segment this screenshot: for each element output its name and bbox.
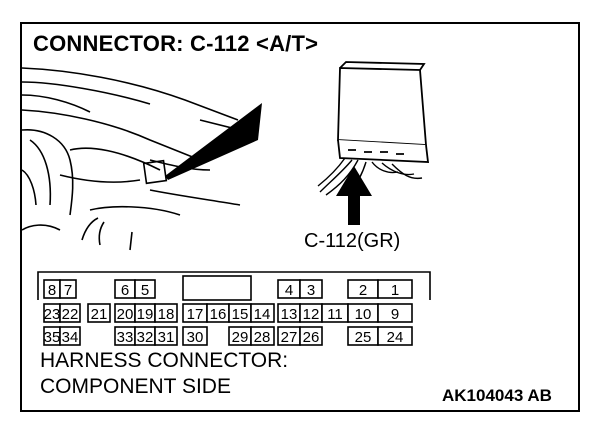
pin-number: 2 (359, 282, 367, 299)
pin-number: 16 (210, 306, 227, 323)
pin-number: 23 (44, 306, 61, 323)
component-side-label: COMPONENT SIDE (40, 375, 231, 398)
pin-number: 32 (137, 329, 154, 346)
dashboard-illustration (21, 67, 241, 251)
connector-id-label: C-112(GR) (304, 230, 401, 252)
pin-number: 1 (391, 282, 399, 299)
callout-pointer (165, 103, 262, 180)
pin-number: 20 (117, 306, 134, 323)
pin-number: 30 (187, 329, 204, 346)
pin-number: 34 (62, 329, 79, 346)
pin-number: 5 (141, 282, 149, 299)
pin-number: 31 (158, 329, 175, 346)
connector-pin-layout: 8 7 6 5 4 3 2 1 23 22 21 20 19 18 17 16 … (37, 271, 431, 346)
pin-number: 28 (254, 329, 271, 346)
pin-number: 4 (285, 282, 293, 299)
pin-number: 6 (121, 282, 129, 299)
pin-number: 14 (254, 306, 271, 323)
pin-number: 9 (391, 306, 399, 323)
pin-number: 21 (91, 306, 108, 323)
pin-number: 3 (307, 282, 315, 299)
up-arrow (336, 166, 372, 225)
harness-connector-label: HARNESS CONNECTOR: (40, 349, 289, 372)
pin-number: 29 (232, 329, 249, 346)
pin-number: 26 (303, 329, 320, 346)
pin-number: 25 (355, 329, 372, 346)
diagram-frame (20, 22, 580, 412)
wire-harness (317, 157, 423, 196)
pin-number: 12 (303, 306, 320, 323)
pin-number: 33 (117, 329, 134, 346)
pin-number: 8 (48, 282, 56, 299)
pin-number: 10 (355, 306, 372, 323)
connector-title: CONNECTOR: C-112 <A/T> (33, 31, 319, 56)
pin-number: 22 (62, 306, 79, 323)
ecu-module (337, 61, 430, 163)
pin-number: 13 (281, 306, 298, 323)
pin-number: 18 (158, 306, 175, 323)
pin-number: 11 (327, 306, 343, 323)
pin-number: 15 (232, 306, 249, 323)
pin-number: 17 (187, 306, 204, 323)
pin-number: 24 (387, 329, 404, 346)
pin-number: 35 (44, 329, 61, 346)
pin-number: 19 (137, 306, 154, 323)
pin-number: 27 (281, 329, 298, 346)
figure-code: AK104043 AB (442, 386, 552, 405)
pin-number: 7 (64, 282, 72, 299)
